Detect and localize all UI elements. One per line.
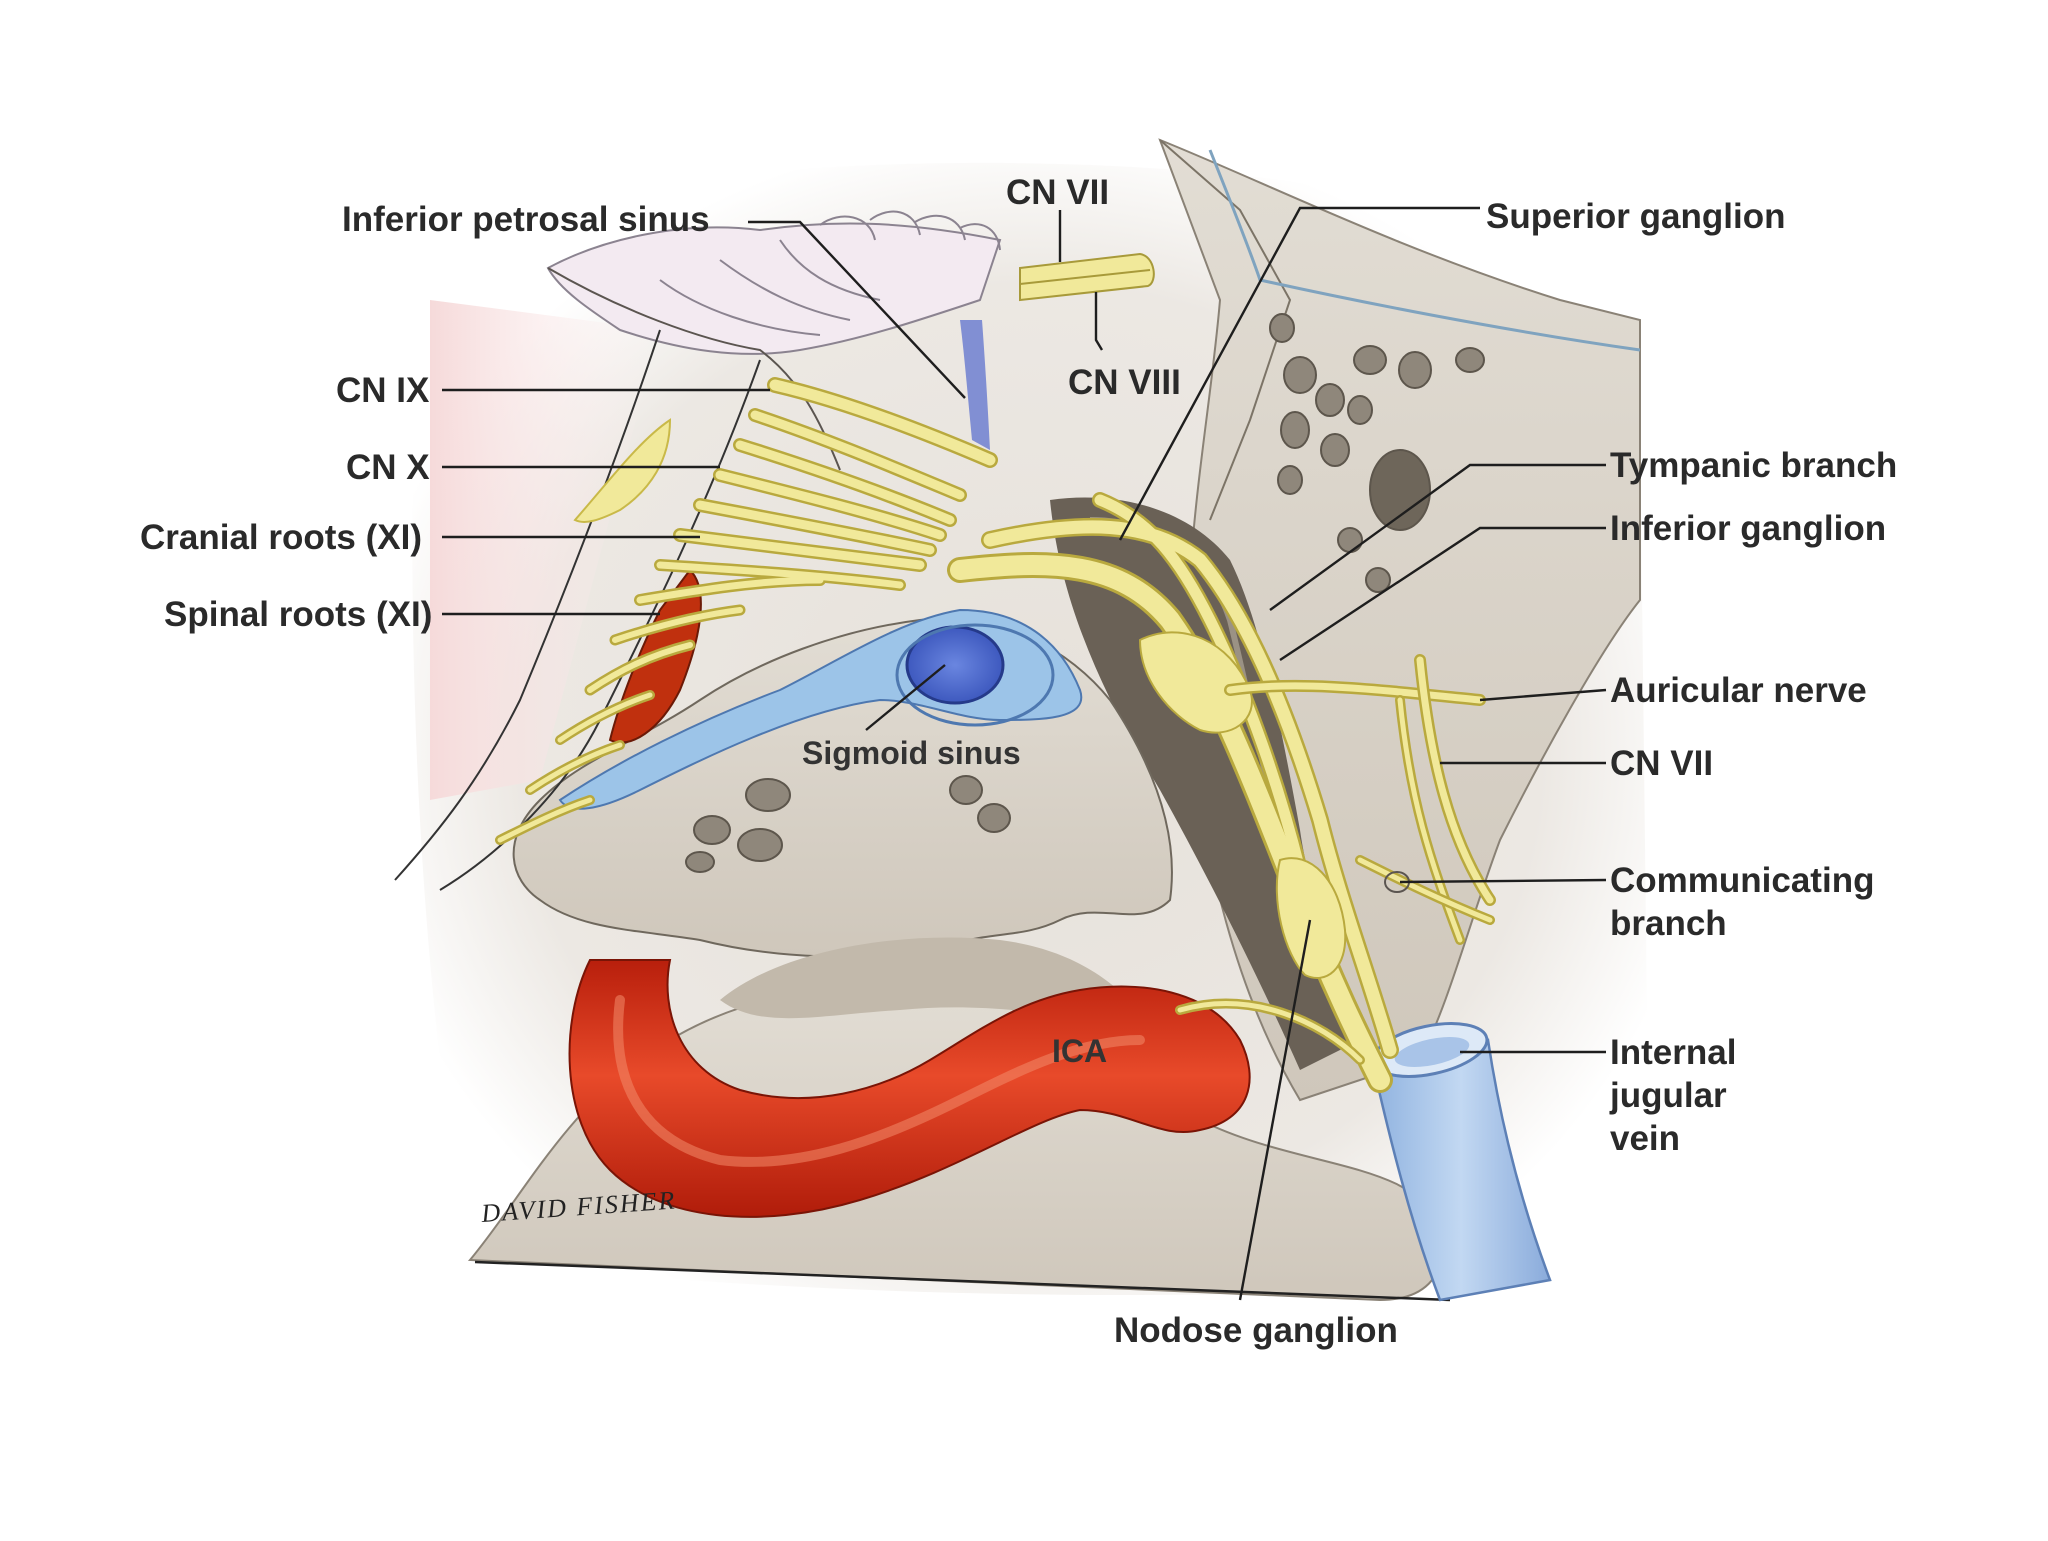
label-internal-jugular-3: vein: [1610, 1119, 1680, 1158]
internal-jugular-vein: [1370, 1038, 1552, 1302]
label-inferior-petrosal-sinus: Inferior petrosal sinus: [342, 200, 710, 239]
label-communicating-branch-1: Communicating: [1610, 861, 1874, 900]
bone-ridge: [1159, 139, 1292, 521]
occipital-air-cells: [685, 775, 1011, 873]
inferior-petrosal-sinus-vessel: [960, 320, 990, 450]
label-cranial-roots: Cranial roots (XI): [140, 518, 422, 557]
internal-carotid-artery: [568, 959, 1251, 1218]
skull-base-line: [474, 1260, 1451, 1302]
cn-vii-cn-viii-divider: [1019, 269, 1151, 285]
label-communicating-branch-2: branch: [1610, 904, 1727, 943]
sigmoid-sinus-outer-ring: [895, 623, 1055, 727]
label-auricular-nerve: Auricular nerve: [1610, 671, 1867, 710]
inferior-ganglion-swelling: [1138, 631, 1253, 734]
lower-cranial-nerve-rootlets-fill: [497, 379, 996, 843]
clivus-line-1: [394, 329, 661, 881]
label-spinal-roots: Spinal roots (XI): [164, 595, 432, 634]
hypoglossal-fan: [573, 418, 672, 523]
label-cn-viii: CN VIII: [1068, 363, 1181, 402]
label-inferior-ganglion: Inferior ganglion: [1610, 509, 1886, 548]
pink-tissue: [430, 300, 660, 800]
labels: Inferior petrosal sinus CN VII CN VIII S…: [140, 173, 1897, 1350]
label-cn-vii-right: CN VII: [1610, 744, 1713, 783]
nodose-ganglion-swelling: [1275, 857, 1347, 979]
internal-jugular-vein-inner: [1394, 1037, 1470, 1067]
label-cn-vii-top: CN VII: [1006, 173, 1109, 212]
auricular-and-facial-nerves: [1175, 654, 1496, 1065]
tentorial-edge: [547, 267, 841, 471]
label-nodose-ganglion: Nodose ganglion: [1114, 1311, 1398, 1350]
vagus-nerve-bundle-fill: [950, 494, 1397, 1090]
label-tympanic-branch: Tympanic branch: [1610, 446, 1897, 485]
label-cn-x: CN X: [346, 448, 430, 487]
label-sigmoid-sinus: Sigmoid sinus: [802, 735, 1021, 771]
label-ica: ICA: [1052, 1033, 1107, 1069]
label-cn-ix: CN IX: [336, 371, 430, 410]
brainstem-folds: [659, 210, 1001, 336]
leader-lines: [442, 206, 1607, 1301]
ica-highlight: [613, 995, 1145, 1167]
mastoid-air-cells: [1269, 313, 1485, 593]
label-superior-ganglion: Superior ganglion: [1486, 197, 1785, 236]
label-internal-jugular-2: jugular: [1609, 1076, 1727, 1115]
suture-line: [1208, 149, 1641, 352]
label-internal-jugular-1: Internal: [1610, 1033, 1736, 1072]
